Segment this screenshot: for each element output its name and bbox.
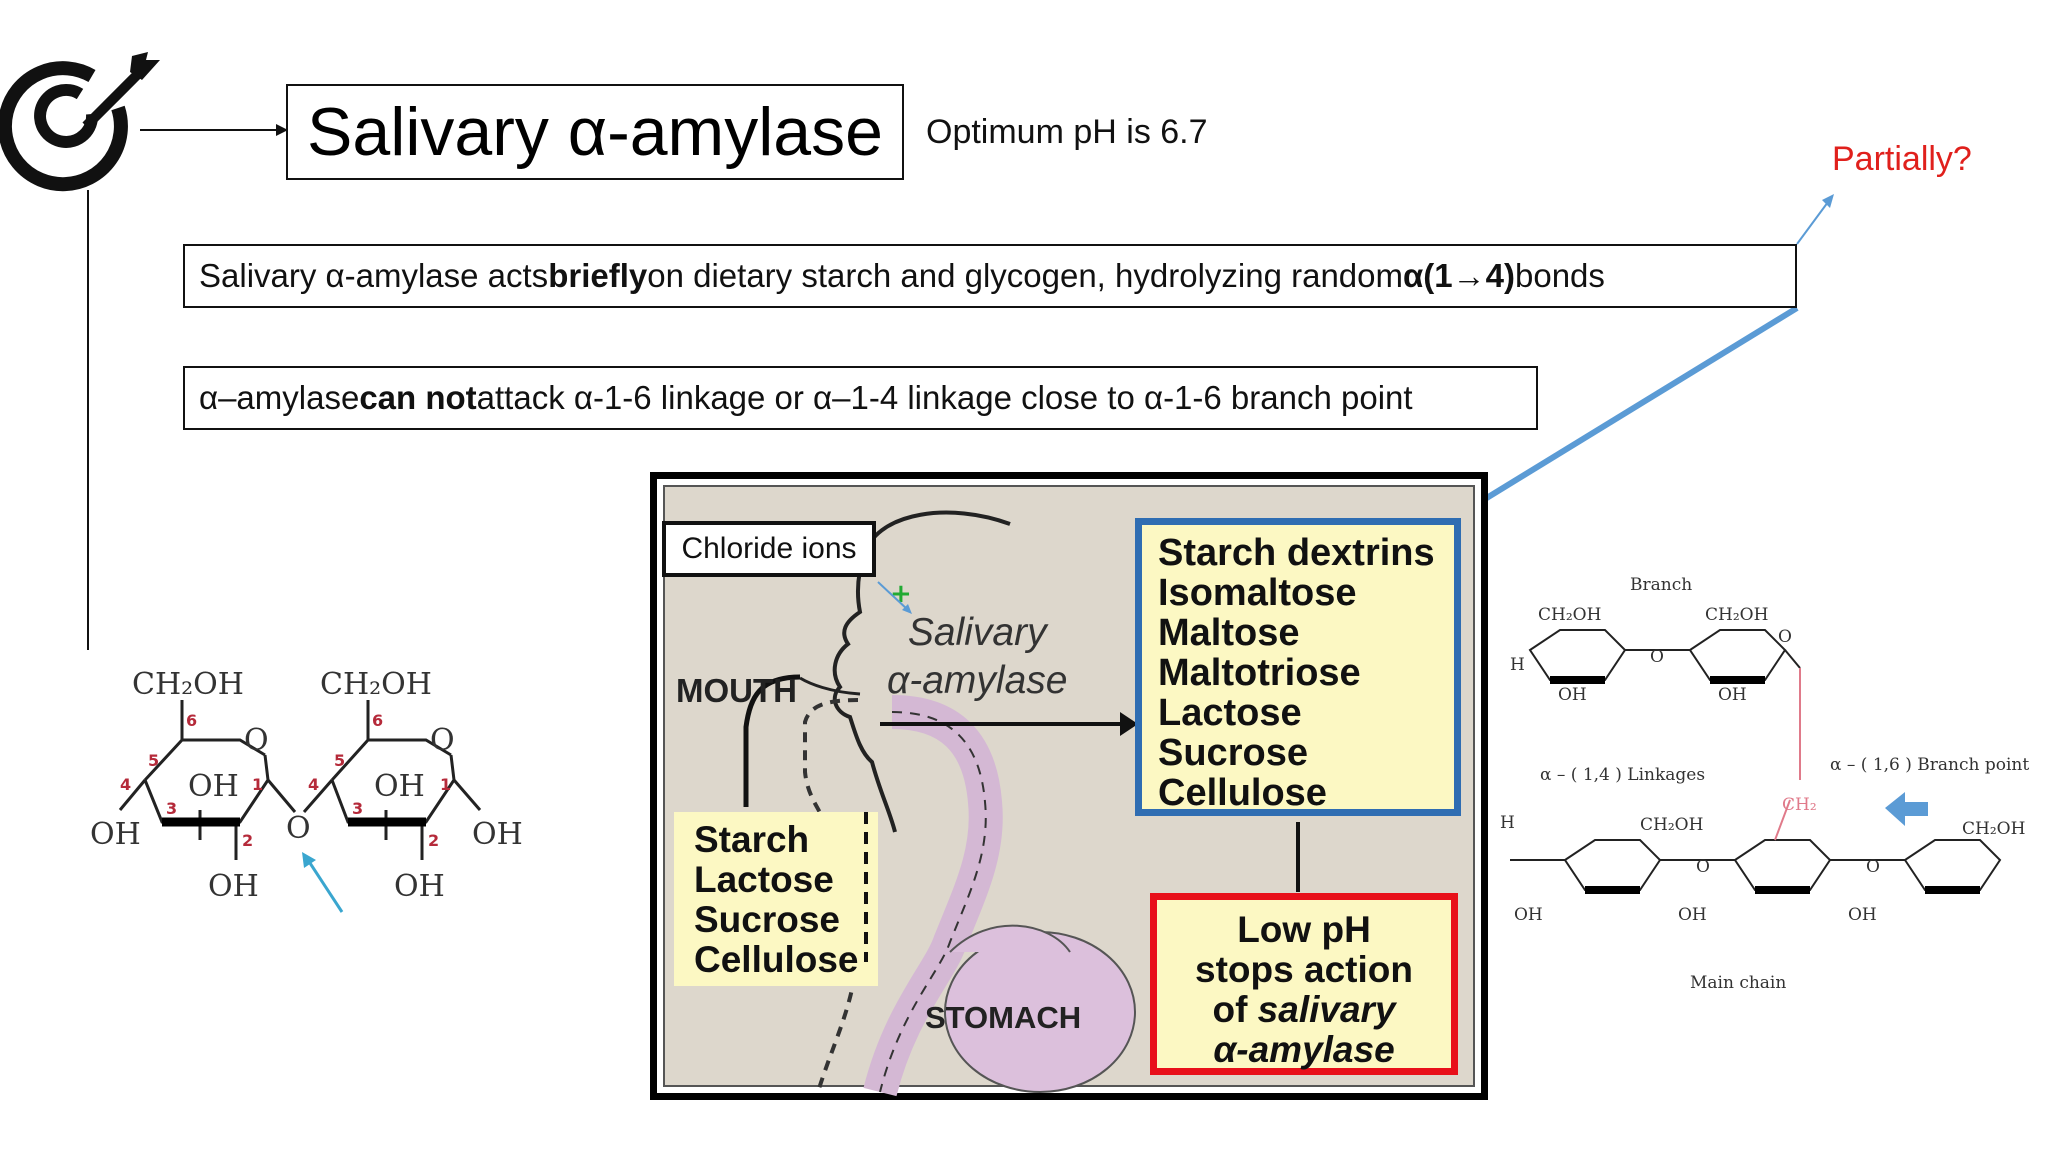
svg-text:OH: OH [1678, 905, 1707, 925]
inputs-dashed-border [864, 812, 868, 962]
svg-text:4: 4 [120, 775, 131, 794]
svg-text:O: O [1866, 857, 1880, 877]
glycogen-structure: Branch CH₂OH CH₂OH OH OH H O O α – ( 1,4… [1500, 575, 2029, 993]
product-item: Lactose [1158, 692, 1302, 734]
svg-text:O: O [244, 723, 269, 758]
product-item: Starch dextrins [1158, 532, 1435, 574]
svg-text:O: O [1778, 627, 1792, 647]
svg-text:CH₂OH: CH₂OH [320, 667, 432, 702]
page-title: Salivary α-amylase [286, 84, 904, 180]
product-item: Maltotriose [1158, 652, 1361, 694]
svg-text:OH: OH [1558, 685, 1587, 705]
svg-text:α – ( 1,6 ) Branch point: α – ( 1,6 ) Branch point [1830, 755, 2029, 775]
svg-text:1: 1 [252, 775, 263, 794]
svg-text:CH₂: CH₂ [1782, 795, 1817, 815]
product-item: Cellulose [1158, 772, 1327, 814]
salivary-amylase-label: Salivary α-amylase [887, 611, 1068, 702]
svg-text:OH: OH [90, 817, 141, 852]
svg-text:3: 3 [166, 799, 177, 818]
svg-text:O: O [286, 811, 311, 846]
svg-text:6: 6 [372, 711, 383, 730]
partially-note: Partially? [1832, 140, 1972, 178]
svg-text:3: 3 [352, 799, 363, 818]
input-item: Sucrose [694, 899, 841, 940]
svg-text:O: O [1696, 857, 1710, 877]
head-silhouette: + [743, 510, 1300, 1097]
svg-text:OH: OH [208, 869, 259, 904]
svg-text:OH: OH [394, 869, 445, 904]
svg-text:1: 1 [440, 775, 451, 794]
svg-text:OH: OH [1514, 905, 1543, 925]
svg-text:α – ( 1,4 ) Linkages: α – ( 1,4 ) Linkages [1540, 765, 1705, 785]
svg-text:H: H [1500, 813, 1515, 833]
svg-text:CH₂OH: CH₂OH [132, 667, 244, 702]
target-icon [0, 52, 160, 192]
product-item: Maltose [1158, 612, 1300, 654]
input-item: Starch [694, 819, 810, 860]
svg-text:OH: OH [1848, 905, 1877, 925]
svg-text:6: 6 [186, 711, 197, 730]
svg-text:Main chain: Main chain [1690, 973, 1786, 993]
svg-text:OH: OH [472, 817, 523, 852]
svg-text:OH: OH [1718, 685, 1747, 705]
svg-text:5: 5 [334, 751, 345, 770]
input-item: Lactose [694, 859, 834, 900]
dietary-inputs-box: Starch Lactose Sucrose Cellulose [674, 812, 878, 986]
svg-text:O: O [1650, 647, 1664, 667]
svg-text:O: O [430, 723, 455, 758]
svg-text:CH₂OH: CH₂OH [1962, 819, 2025, 839]
svg-text:2: 2 [242, 831, 253, 850]
svg-text:+: + [890, 579, 912, 609]
svg-text:CH₂OH: CH₂OH [1705, 605, 1768, 625]
svg-text:2: 2 [428, 831, 439, 850]
svg-text:CH₂OH: CH₂OH [1640, 815, 1703, 835]
svg-text:OH: OH [374, 769, 425, 804]
maltose-structure: CH₂OH CH₂OH O O OH OH OH OH OH OH O 6 5 … [90, 667, 523, 913]
svg-text:5: 5 [148, 751, 159, 770]
optimum-ph: Optimum pH is 6.7 [926, 113, 1208, 151]
chloride-ions-label: Chloride ions [662, 521, 876, 577]
low-ph-box: Low pH stops action of salivary α-amylas… [1150, 893, 1458, 1075]
product-item: Isomaltose [1158, 572, 1357, 614]
svg-text:4: 4 [308, 775, 319, 794]
products-box: Starch dextrins Isomaltose Maltose Malto… [1135, 518, 1461, 816]
svg-text:Branch: Branch [1630, 575, 1692, 595]
svg-text:CH₂OH: CH₂OH [1538, 605, 1601, 625]
input-item: Cellulose [694, 939, 859, 980]
statement-cannot: α–amylase can not attack α-1-6 linkage o… [183, 366, 1538, 430]
mouth-label: MOUTH [676, 672, 797, 709]
stomach-label: STOMACH [925, 1000, 1082, 1035]
svg-text:H: H [1510, 655, 1525, 675]
svg-text:OH: OH [188, 769, 239, 804]
statement-briefly: Salivary α-amylase acts briefly on dieta… [183, 244, 1797, 308]
product-item: Sucrose [1158, 732, 1308, 774]
